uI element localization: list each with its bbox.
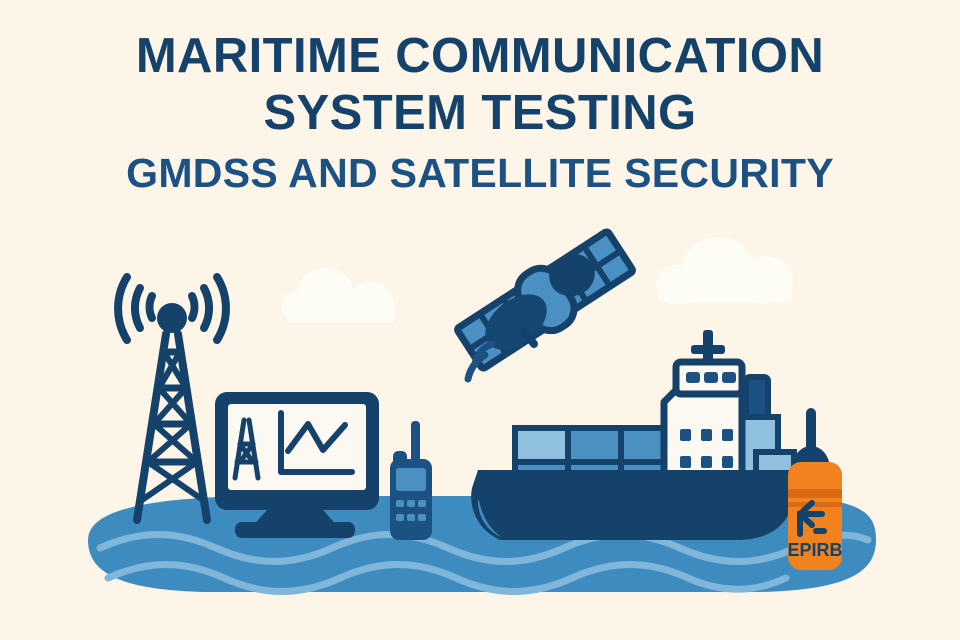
communications-satellite (454, 228, 636, 383)
bridge-windows (686, 372, 736, 383)
epirb-label: EPIRB (787, 540, 842, 560)
satellite-signal-arcs (464, 340, 496, 383)
epirb-beacon: EPIRB (787, 408, 843, 570)
screen-chart-glyph (278, 410, 355, 475)
handheld-vhf-radio (390, 421, 432, 540)
cloud-left (281, 268, 395, 323)
mast-beacon-icon (157, 303, 187, 333)
test-monitor (215, 392, 379, 538)
radio-keypad (396, 500, 426, 521)
cabin-windows (680, 429, 733, 468)
satellite-dish-icon (485, 294, 547, 350)
cargo-ship (471, 330, 797, 540)
beacon-signal-icon (797, 500, 827, 537)
water-wave-1 (96, 531, 872, 565)
radio-mast (114, 273, 230, 524)
water-wave-2 (104, 561, 790, 595)
cloud-right (656, 237, 793, 305)
screen-antenna-glyph (232, 417, 261, 481)
